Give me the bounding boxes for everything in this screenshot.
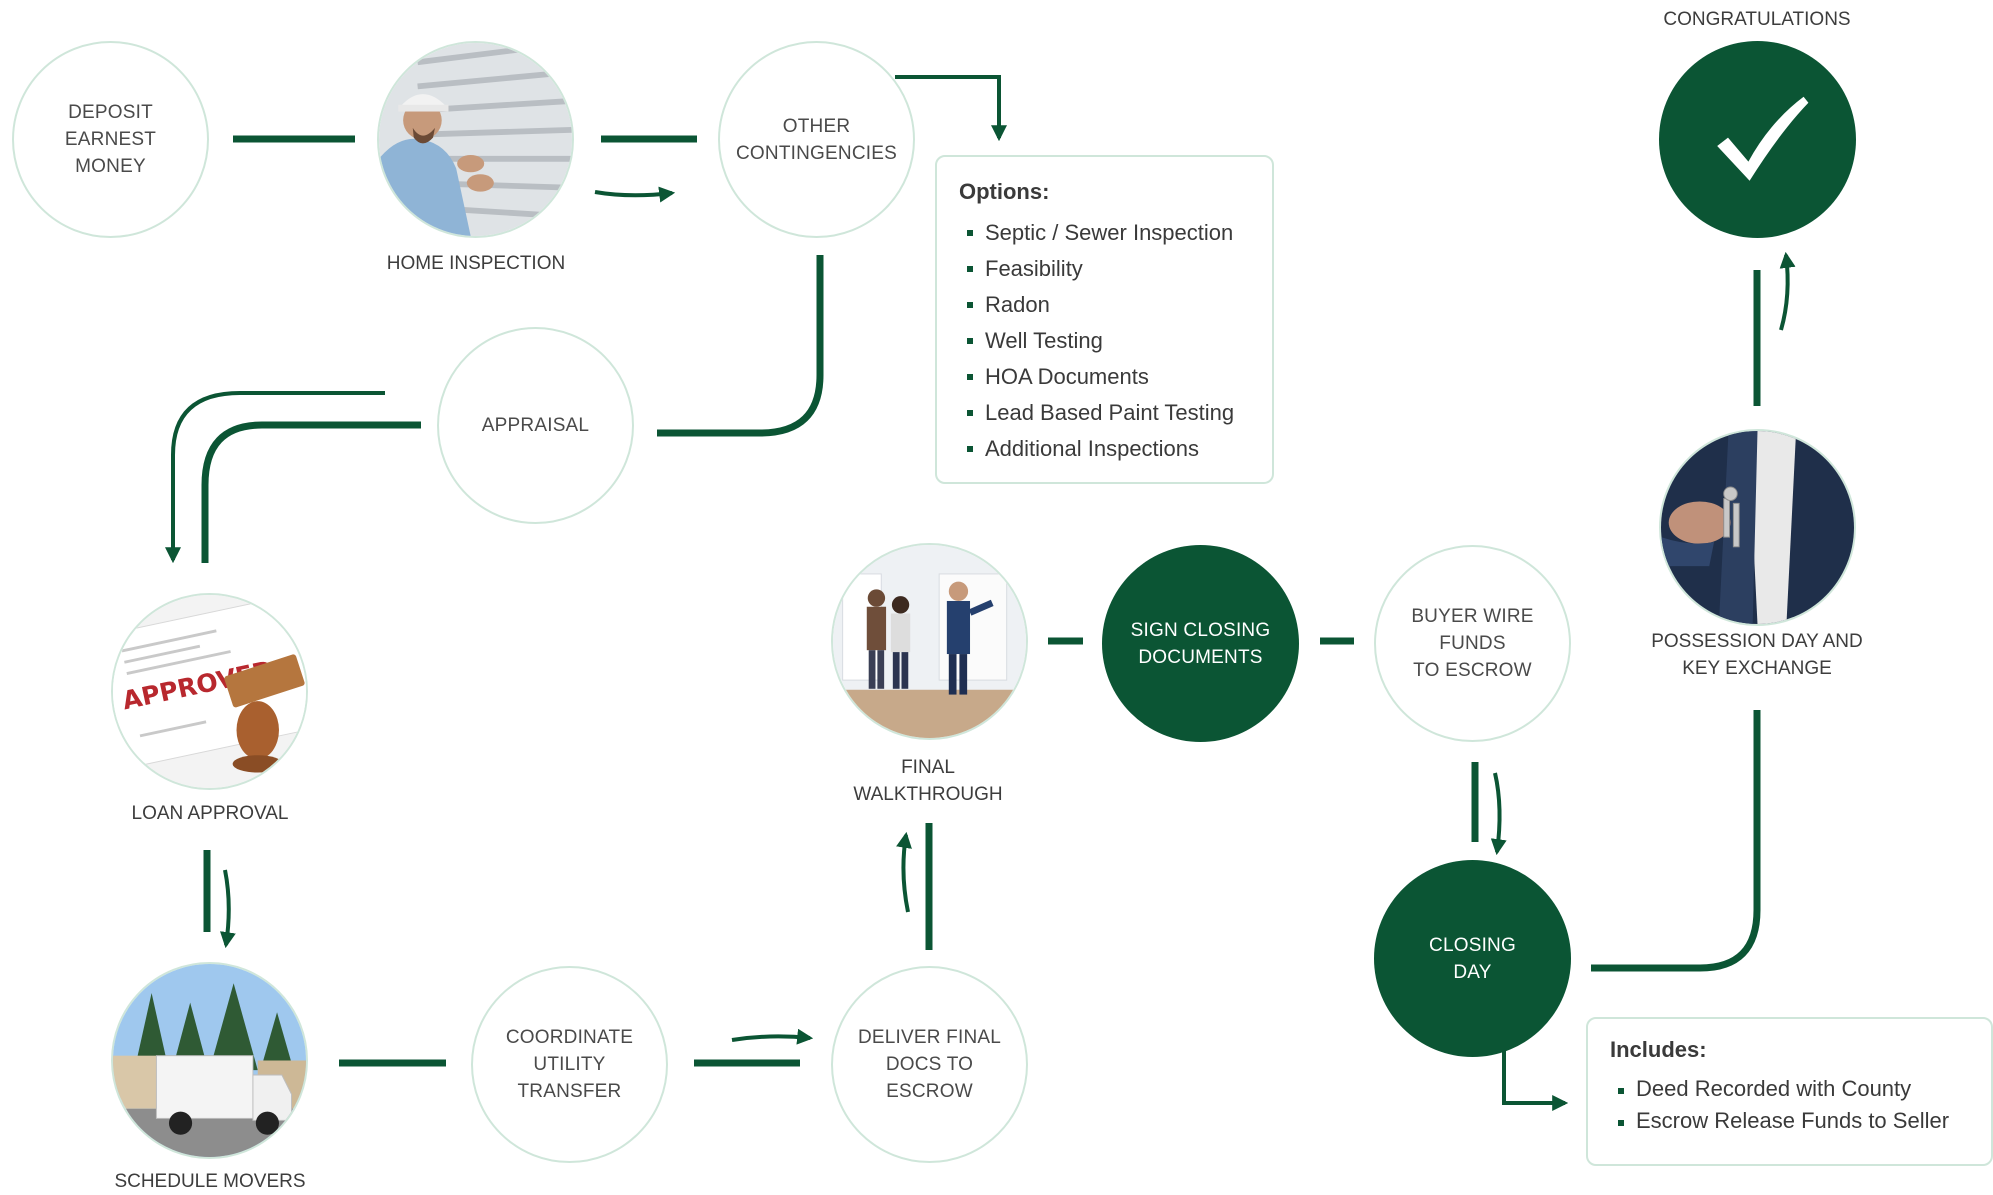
step-buyer-wire-funds: BUYER WIRE FUNDS TO ESCROW xyxy=(1374,545,1571,742)
step-label: DEPOSIT EARNEST MONEY xyxy=(64,102,157,177)
options-item: Well Testing xyxy=(959,323,1256,359)
caption-congratulations: CONGRATULATIONS xyxy=(1663,9,1851,30)
walkthrough-photo xyxy=(833,545,1026,738)
step-congratulations xyxy=(1659,41,1856,238)
step-label: OTHER CONTINGENCIES xyxy=(736,115,897,164)
step-loan-approval-photo: APPROVED xyxy=(111,593,308,790)
arrow-inspection-contingencies xyxy=(594,186,676,203)
options-box: Options: Septic / Sewer Inspection Feasi… xyxy=(935,155,1274,484)
arrow-possession-congrats xyxy=(1779,251,1796,331)
options-item: Additional Inspections xyxy=(959,431,1256,467)
options-item: Septic / Sewer Inspection xyxy=(959,215,1256,251)
step-label: CLOSING DAY xyxy=(1429,934,1516,983)
arrow-wire-closing xyxy=(1490,772,1507,856)
arrow-contingencies-options xyxy=(895,75,1007,142)
step-label: APPRAISAL xyxy=(481,415,590,436)
options-item: Lead Based Paint Testing xyxy=(959,395,1256,431)
caption-possession-day: POSSESSION DAY AND KEY EXCHANGE xyxy=(1651,631,1863,679)
step-deliver-final-docs: DELIVER FINAL DOCS TO ESCROW xyxy=(831,966,1028,1163)
options-list: Septic / Sewer Inspection Feasibility Ra… xyxy=(959,215,1256,467)
moving-truck-photo xyxy=(113,964,306,1157)
inspector-photo xyxy=(379,43,572,236)
step-possession-day-photo xyxy=(1659,429,1856,626)
includes-box: Includes: Deed Recorded with County Escr… xyxy=(1586,1017,1993,1166)
checkmark-icon xyxy=(1716,96,1808,181)
step-label: SIGN CLOSING DOCUMENTS xyxy=(1130,619,1271,668)
step-label: BUYER WIRE FUNDS TO ESCROW xyxy=(1411,606,1534,681)
step-home-inspection-photo xyxy=(377,41,574,238)
step-final-walkthrough-photo xyxy=(831,543,1028,740)
includes-title: Includes: xyxy=(1610,1037,1707,1062)
arrow-loan-movers xyxy=(219,869,236,949)
connector-appraisal-loan xyxy=(201,421,421,563)
options-item: HOA Documents xyxy=(959,359,1256,395)
options-item: Radon xyxy=(959,287,1256,323)
caption-final-walkthrough: FINAL WALKTHROUGH xyxy=(853,757,1003,805)
caption-home-inspection: HOME INSPECTION xyxy=(386,253,566,274)
options-item: Feasibility xyxy=(959,251,1256,287)
step-sign-closing-documents: SIGN CLOSING DOCUMENTS xyxy=(1102,545,1299,742)
arrow-appraisal-loan xyxy=(165,391,385,564)
step-other-contingencies: OTHER CONTINGENCIES xyxy=(718,41,915,238)
step-schedule-movers-photo xyxy=(111,962,308,1159)
caption-loan-approval: LOAN APPROVAL xyxy=(131,803,289,824)
includes-list: Deed Recorded with County Escrow Release… xyxy=(1610,1073,1975,1137)
caption-schedule-movers: SCHEDULE MOVERS xyxy=(114,1171,306,1192)
includes-item: Deed Recorded with County xyxy=(1610,1073,1975,1105)
step-deposit-earnest-money: DEPOSIT EARNEST MONEY xyxy=(12,41,209,238)
step-label: DELIVER FINAL DOCS TO ESCROW xyxy=(857,1027,1002,1102)
arrow-closing-includes xyxy=(1502,1045,1569,1111)
approved-stamp-photo: APPROVED xyxy=(113,595,306,788)
step-coordinate-utility-transfer: COORDINATE UTILITY TRANSFER xyxy=(471,966,668,1163)
connector-closing-possession xyxy=(1591,710,1761,972)
step-closing-day: CLOSING DAY xyxy=(1374,860,1571,1057)
step-label: COORDINATE UTILITY TRANSFER xyxy=(505,1027,634,1102)
step-appraisal: APPRAISAL xyxy=(437,327,634,524)
options-title: Options: xyxy=(959,179,1050,204)
arrow-utility-deliver xyxy=(731,1028,814,1045)
key-exchange-photo xyxy=(1661,431,1854,624)
connector-contingencies-appraisal xyxy=(657,255,824,437)
arrow-deliver-walkthrough xyxy=(896,831,912,913)
includes-item: Escrow Release Funds to Seller xyxy=(1610,1105,1975,1137)
